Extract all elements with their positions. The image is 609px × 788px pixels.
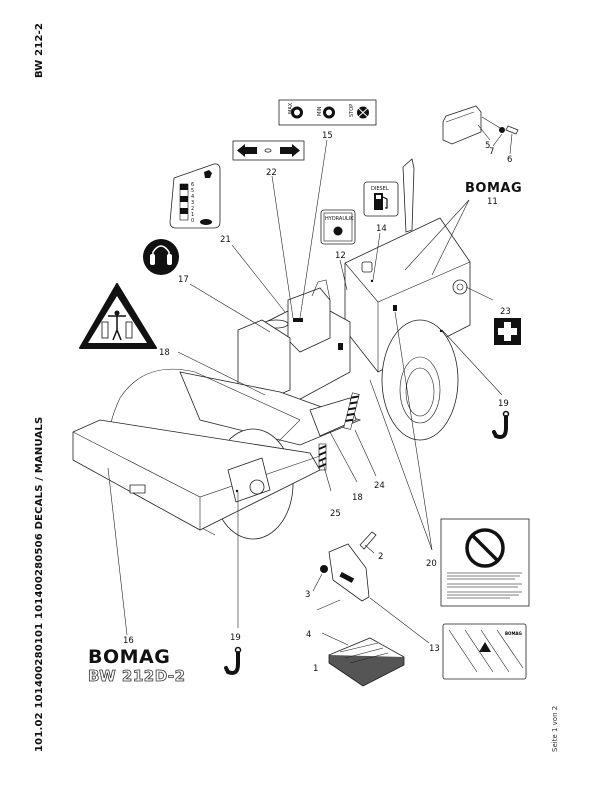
warning-triangle-icon: [479, 642, 491, 652]
decal-diesel: DIESEL: [363, 181, 399, 217]
callout-25: 25: [330, 509, 341, 519]
manual-brand: BOMAG: [505, 631, 522, 636]
callout-20: 20: [426, 559, 437, 569]
callout-4: 4: [306, 630, 311, 640]
callout-1: 1: [313, 664, 318, 674]
fuel-pump-icon: [374, 193, 388, 210]
hare-icon: [204, 170, 212, 178]
washer-icon: [499, 127, 505, 133]
decal-speed-scale: 6 5 4 3 2 1 0: [169, 163, 221, 229]
callout-18: 18: [159, 348, 170, 358]
decal-first-aid: [494, 318, 521, 345]
decal-hydraulic-oil: HYDRAULIK: [320, 209, 356, 245]
throttle-stop-label: STOP: [349, 104, 355, 117]
bolt-icon: [505, 125, 519, 135]
speed-scale-label: 3: [191, 200, 194, 206]
nut-icon: [320, 565, 328, 573]
exhaust-pipe: [402, 158, 415, 233]
throttle-stop-icon: [355, 105, 371, 120]
decal-manual-cover: BOMAG: [442, 623, 527, 680]
hydraulic-label: HYDRAULIK: [325, 216, 354, 222]
headphones-icon: [150, 254, 155, 265]
throttle-min-icon: [323, 106, 335, 119]
oil-drop-icon: [333, 226, 343, 236]
decal-crush-warning: [79, 283, 157, 349]
decal-ear-protection: [143, 239, 179, 275]
roller-machine-drawing: [72, 158, 471, 540]
callout-19: 19: [498, 399, 509, 409]
speed-scale-label: 1: [191, 212, 194, 218]
bomag-decal-logo: BOMAG: [88, 646, 170, 668]
callout-12: 12: [335, 251, 346, 261]
callout-17: 17: [178, 275, 189, 285]
model-decal: BW 212D-2: [88, 667, 186, 685]
decal-throttle-strip: MAX MIN STOP: [278, 99, 377, 126]
arrow-left-icon: [237, 144, 257, 157]
speed-scale-label: 0: [191, 218, 194, 224]
throttle-max-label: MAX: [288, 102, 294, 114]
callout-14: 14: [376, 224, 387, 234]
callout-15: 15: [322, 131, 333, 141]
callout-18-lower: 18: [352, 493, 363, 503]
callout-2: 2: [378, 552, 383, 562]
decal-safety-warning: [440, 518, 530, 607]
part-holder-box: [442, 105, 519, 145]
callout-13: 13: [429, 644, 440, 654]
callout-6: 6: [507, 155, 512, 165]
turtle-icon: [200, 219, 212, 225]
bomag-logo: BOMAG: [465, 181, 522, 196]
speed-scale-label: 6: [191, 182, 194, 188]
lifting-hook-icon: [492, 410, 510, 439]
throttle-min-label: MIN: [317, 106, 323, 116]
part-mounting-bracket: [320, 531, 377, 602]
callout-5: 5: [485, 141, 490, 151]
throttle-max-icon: [291, 106, 303, 119]
speed-scale-label: 5: [191, 188, 194, 194]
person-icon: [114, 310, 120, 316]
leader-lines: [107, 124, 513, 646]
callout-23: 23: [500, 307, 511, 317]
diesel-label: DIESEL: [371, 186, 389, 192]
callout-24: 24: [374, 481, 385, 491]
callout-11: 11: [487, 197, 498, 207]
arrow-right-icon: [280, 144, 300, 157]
decal-direction-arrows: [232, 140, 305, 161]
callout-21: 21: [220, 235, 231, 245]
callout-numbers: 1 2 3 4 5 6 7 11 12 13 14 15 16 17 18 18…: [123, 131, 512, 674]
speed-scale-label: 2: [191, 206, 194, 212]
part-operating-manual: [328, 637, 405, 687]
prohibition-icon: [465, 528, 505, 568]
callout-3: 3: [305, 590, 310, 600]
speed-scale-label: 4: [191, 194, 194, 200]
callout-19-lower: 19: [230, 633, 241, 643]
callout-16: 16: [123, 636, 134, 646]
lifting-hook-icon: [224, 646, 242, 675]
hazard-stripes: [318, 392, 360, 471]
callout-22: 22: [266, 168, 277, 178]
callout-7: 7: [489, 147, 494, 157]
screw-icon: [359, 531, 377, 550]
